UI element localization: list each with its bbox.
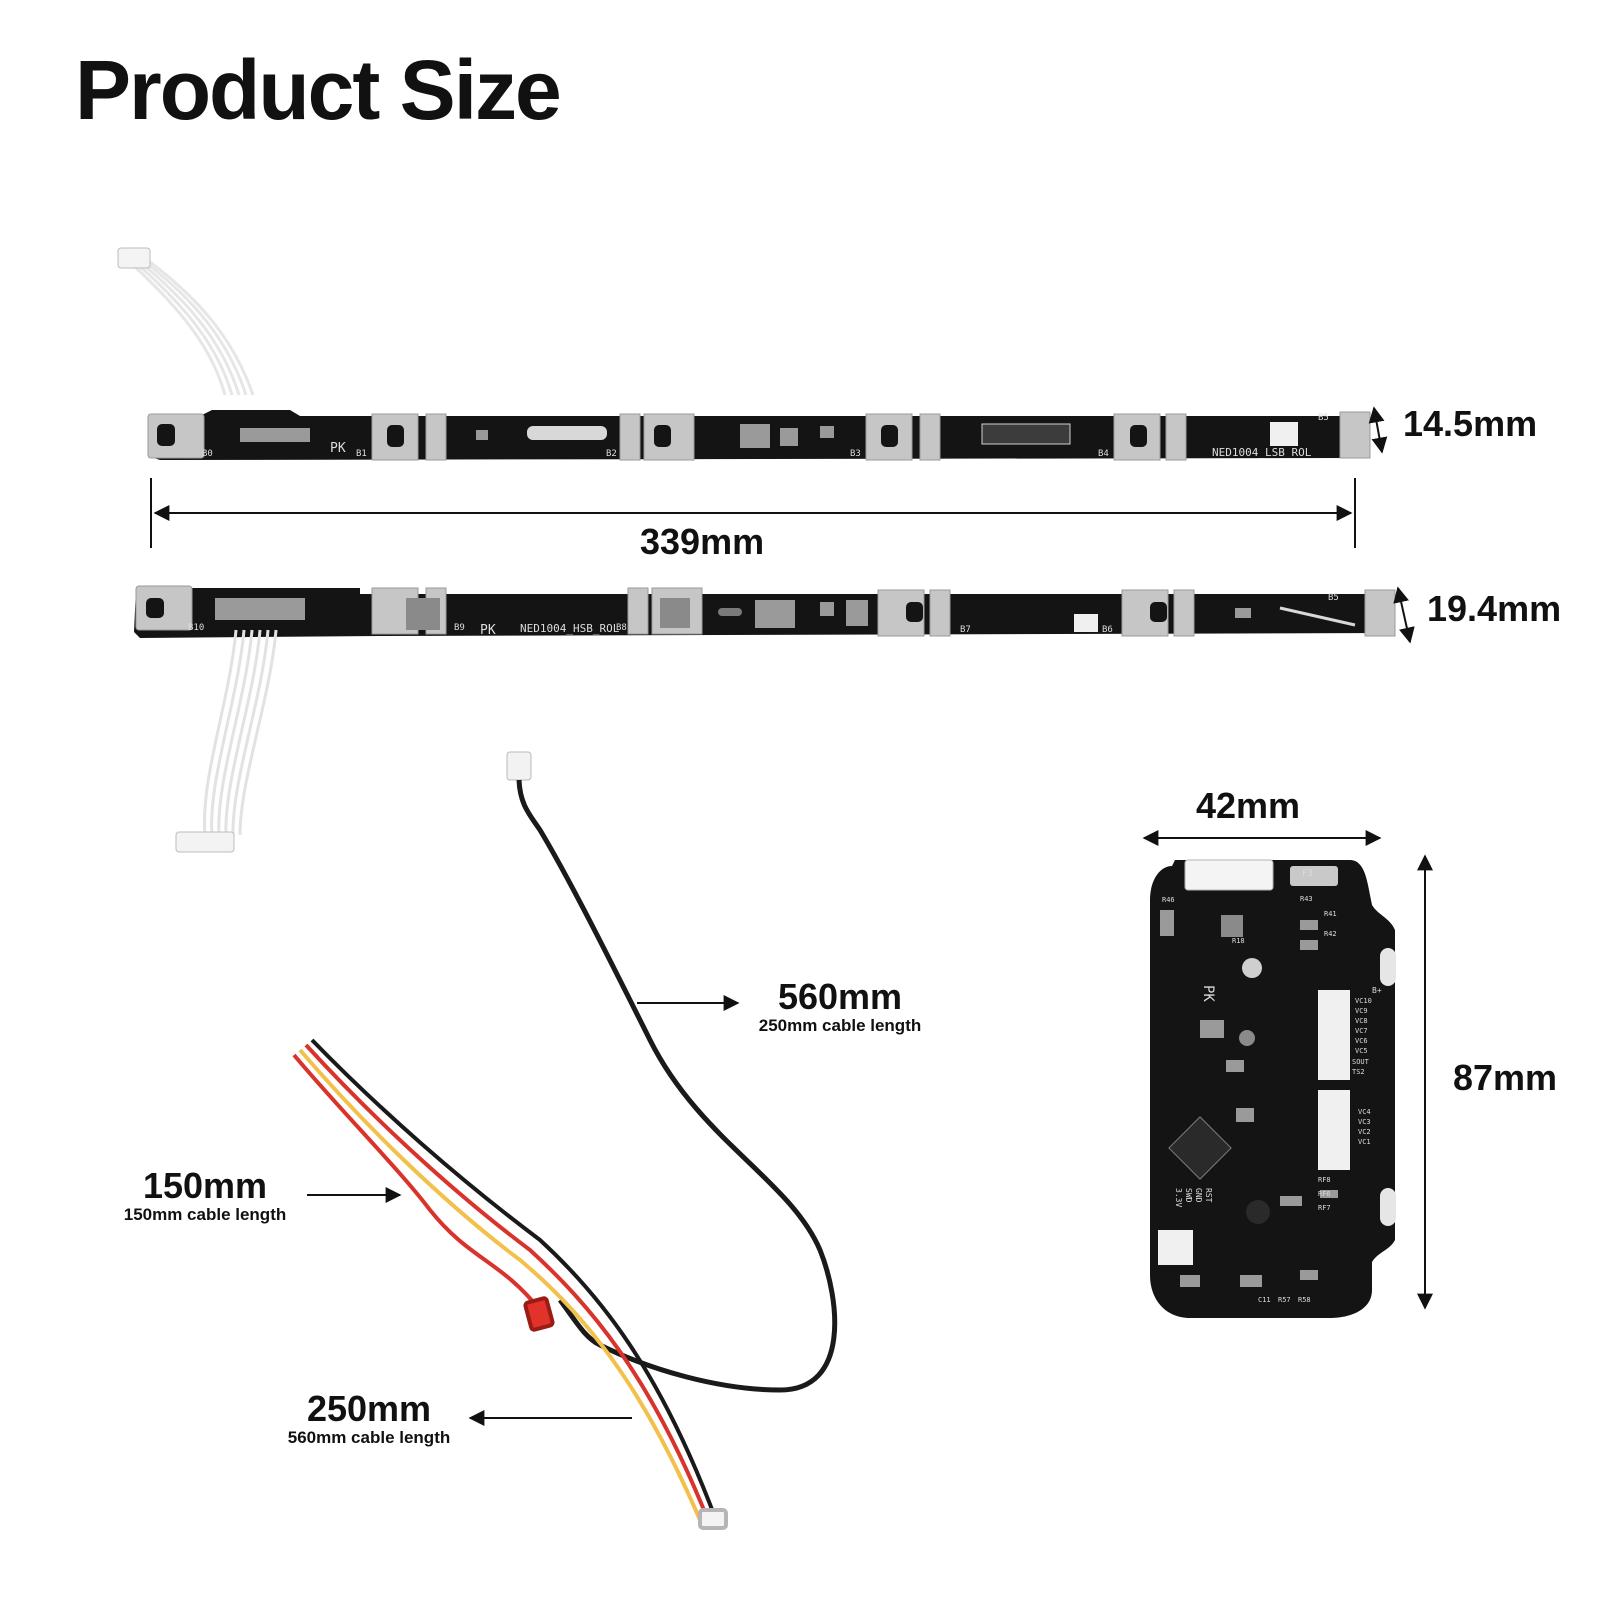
bms-component-label: SOUT — [1352, 1058, 1370, 1066]
strip1-pad-label: B5 — [1318, 413, 1329, 423]
bms-component-label: GND — [1194, 1188, 1203, 1203]
strip2-pad-label: B9 — [454, 623, 465, 633]
strip2-pk-label: PK — [480, 623, 496, 638]
bms-component-label: F3 — [1302, 869, 1313, 879]
long-cable-note: 560mm cable length — [287, 1428, 451, 1447]
bms-component-label: RF8 — [1318, 1176, 1331, 1184]
strip1-pads — [147, 411, 1371, 461]
strip2-pad-label: B6 — [1102, 625, 1113, 635]
bms-component-label: VC4 — [1358, 1108, 1371, 1116]
bms-component-label: R58 — [1298, 1296, 1311, 1304]
strip1-length-label: 339mm — [640, 521, 765, 562]
bms-component-label: R46 — [1162, 896, 1175, 904]
bms-component-label: R18 — [1232, 937, 1245, 945]
bms-component-label: R57 — [1278, 1296, 1291, 1304]
strip2-model-label: NED1004_HSB_ROL — [520, 622, 620, 635]
bms-component-label: VC2 — [1358, 1128, 1371, 1136]
bms-component-label: 3.3V — [1174, 1188, 1183, 1207]
strip1-width-label: 14.5mm — [1403, 403, 1538, 444]
strip1-pk-label: PK — [330, 441, 346, 456]
bms-component-label: VC1 — [1358, 1138, 1371, 1146]
strip2-width-label: 19.4mm — [1427, 588, 1562, 629]
strip2-pad-label: B5 — [1328, 593, 1339, 603]
long-cable-length: 250mm — [306, 1388, 432, 1429]
bms-component-label: B+ — [1372, 986, 1382, 995]
board-height-label: 87mm — [1453, 1057, 1558, 1098]
strip2-harness — [202, 629, 278, 836]
page-title: Product Size — [75, 43, 562, 137]
strip1-pad-label: B4 — [1098, 449, 1109, 459]
bms-component-label: RST — [1204, 1188, 1213, 1203]
bms-component-label: C11 — [1258, 1296, 1271, 1304]
strip1-pcb: NED1004_LSB_ROL PK B0 B1 B2 B3 B4 B5 — [117, 247, 1371, 461]
cable-pointer-arrows — [307, 995, 740, 1426]
short-cable-length: 150mm — [142, 1165, 268, 1206]
bms-component-label: VC9 — [1355, 1007, 1368, 1015]
strip1-pad-label: B1 — [356, 449, 367, 459]
strip1-dimension-lines — [150, 406, 1388, 548]
strip2-pcb: NED1004_HSB_ROL PK B10 B9 B8 B7 B6 B5 — [134, 585, 1396, 853]
black-cable-caption: 560mm 250mm cable length — [742, 976, 938, 1036]
strip2-dimension-lines — [1393, 586, 1415, 644]
bms-component-label: RF7 — [1318, 1204, 1331, 1212]
bms-component-label: RF6 — [1318, 1190, 1331, 1198]
strip2-pad-label: B7 — [960, 625, 971, 635]
strip2-pad-label: B8 — [616, 623, 627, 633]
bms-board: PK F3 R46 R18 R43 R41 R42 B+ VC10 VC9 VC… — [1150, 859, 1396, 1318]
strip2-connector — [175, 831, 235, 853]
bms-dimension-lines — [1142, 830, 1433, 1310]
black-cable-length: 560mm — [777, 976, 903, 1017]
bms-connector — [1184, 859, 1274, 891]
strip1-harness — [128, 260, 255, 396]
short-cable-caption: 150mm 150mm cable length — [110, 1165, 300, 1225]
black-cable-connector — [506, 751, 532, 781]
bms-component-label: VC6 — [1355, 1037, 1368, 1045]
bms-component-label: SWD — [1184, 1188, 1193, 1203]
bms-component-label: TS2 — [1352, 1068, 1365, 1076]
board-width-label: 42mm — [1196, 785, 1301, 826]
red-connector — [523, 1296, 555, 1332]
long-cable-caption: 250mm 560mm cable length — [274, 1388, 464, 1448]
white-connector — [698, 1508, 728, 1530]
strip1-pad-label: B3 — [850, 449, 861, 459]
tri-color-harness — [292, 1038, 728, 1530]
strip2-pad-label: B10 — [188, 623, 204, 633]
bms-component-label: VC3 — [1358, 1118, 1371, 1126]
strip1-pad-label: B2 — [606, 449, 617, 459]
bms-component-label: VC7 — [1355, 1027, 1368, 1035]
bms-component-label: VC8 — [1355, 1017, 1368, 1025]
bms-component-label: R42 — [1324, 930, 1337, 938]
bms-component-label: VC10 — [1355, 997, 1372, 1005]
black-cable-note: 250mm cable length — [758, 1016, 922, 1035]
strip1-pad-label: B0 — [202, 449, 213, 459]
bms-pk-label: PK — [1200, 985, 1216, 1002]
black-cable — [506, 751, 838, 1393]
strip1-connector — [117, 247, 151, 269]
bms-component-label: R43 — [1300, 895, 1313, 903]
bms-component-label: VC5 — [1355, 1047, 1368, 1055]
bms-component-label: R41 — [1324, 910, 1337, 918]
short-cable-note: 150mm cable length — [123, 1205, 287, 1224]
strip1-model-label: NED1004_LSB_ROL — [1212, 446, 1312, 459]
